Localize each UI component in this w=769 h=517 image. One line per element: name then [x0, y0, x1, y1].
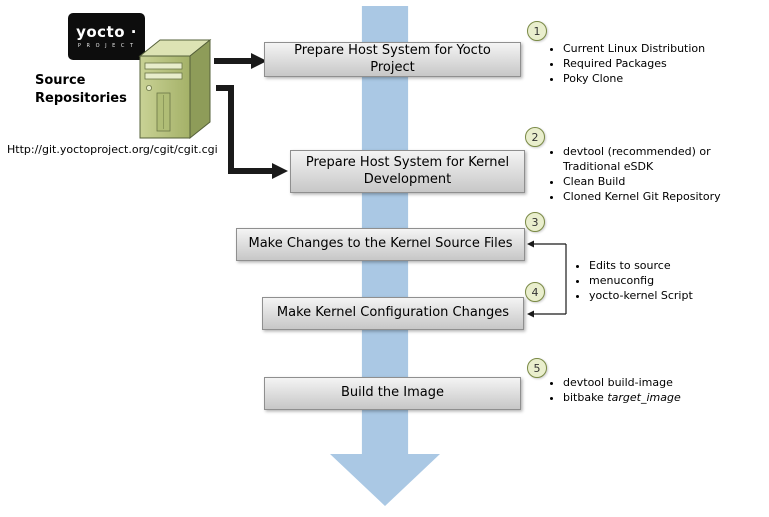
- step-box-prepare-host-yocto: Prepare Host System for Yocto Project: [264, 42, 521, 77]
- source-repositories-label: Source Repositories: [35, 73, 127, 106]
- step-box-make-config-changes: Make Kernel Configuration Changes: [262, 297, 524, 330]
- bullet-item: yocto-kernel Script: [589, 288, 741, 303]
- step-box-make-source-changes: Make Changes to the Kernel Source Files: [236, 228, 525, 261]
- yocto-logo-subtitle: P R O J E C T: [77, 42, 136, 49]
- source-repositories-url: Http://git.yoctoproject.org/cgit/cgit.cg…: [7, 143, 218, 156]
- step-number-4: 4: [525, 282, 545, 302]
- bullet-item: Poky Clone: [563, 71, 755, 86]
- bullet-item: Required Packages: [563, 56, 755, 71]
- step-box-build-image: Build the Image: [264, 377, 521, 410]
- step-number-3: 3: [525, 212, 545, 232]
- yocto-logo-title: yocto ·: [76, 22, 137, 41]
- step-number-5: 5: [527, 358, 547, 378]
- step5-bullet-list: devtool build-image bitbake target_image: [550, 375, 755, 405]
- bullet-item: Cloned Kernel Git Repository: [563, 189, 735, 204]
- step-box-prepare-host-kernel: Prepare Host System for Kernel Developme…: [290, 150, 525, 193]
- bullet-item: Current Linux Distribution: [563, 41, 755, 56]
- step2-bullet-list: devtool (recommended) or Traditional eSD…: [550, 144, 735, 204]
- bullet-item: bitbake target_image: [563, 390, 755, 405]
- bullet-item: devtool (recommended) or Traditional eSD…: [563, 144, 735, 174]
- bullet-item: devtool build-image: [563, 375, 755, 390]
- step-number-2: 2: [525, 127, 545, 147]
- bitbake-target-image: target_image: [607, 391, 681, 404]
- bullet-item: Clean Build: [563, 174, 735, 189]
- step-number-1: 1: [527, 21, 547, 41]
- bitbake-command-prefix: bitbake: [563, 391, 608, 404]
- bullet-item: Edits to source: [589, 258, 741, 273]
- yocto-logo: yocto · P R O J E C T: [68, 13, 145, 60]
- steps3-4-bullet-list: Edits to source menuconfig yocto-kernel …: [576, 258, 741, 303]
- server-icon: [138, 38, 212, 140]
- step1-bullet-list: Current Linux Distribution Required Pack…: [550, 41, 755, 86]
- bullet-item: menuconfig: [589, 273, 741, 288]
